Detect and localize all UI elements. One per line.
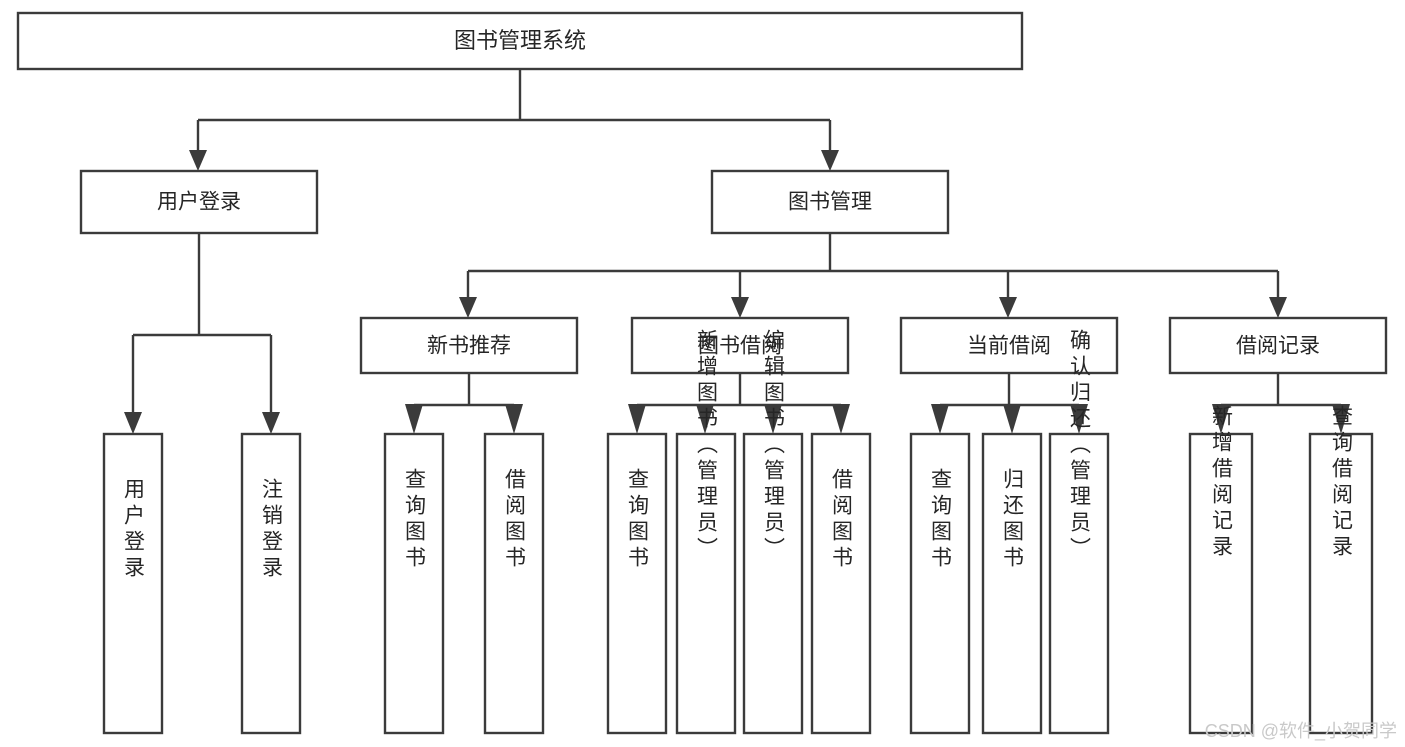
root-label: 图书管理系统: [454, 28, 586, 53]
arrowhead-leaf-add-record: [1212, 404, 1230, 434]
leaf-query-book-borrow[interactable]: 查询图书: [606, 432, 668, 735]
new-book-recommend-label: 新书推荐: [427, 335, 511, 358]
leaf-add-book-admin[interactable]: 新增图书（管理员）: [675, 329, 737, 735]
arrowhead-leaf-borrow-book-1: [505, 404, 523, 434]
connector-userlogin-to-leaves: [131, 233, 273, 414]
arrowhead-leaf-confirm-return: [1070, 404, 1088, 434]
new-book-recommend-box: [359, 316, 579, 375]
arrowhead-leaf-logout: [262, 412, 280, 434]
leaf-add-borrow-record-label: 新增借阅记录: [1210, 405, 1234, 561]
node-root-book-management-system[interactable]: 图书管理系统: [16, 11, 1024, 71]
csdn-watermark: CSDN @软件_小贺同学: [1204, 721, 1397, 741]
arrowhead-leaf-edit-book: [764, 404, 782, 434]
arrowhead-new-book-rec: [459, 297, 477, 318]
book-borrow-label: 图书借阅: [698, 335, 782, 358]
arrowhead-leaf-query-book-2: [628, 404, 646, 434]
node-borrow-record[interactable]: 借阅记录: [1168, 316, 1388, 375]
leaf-add-borrow-record-box: [1188, 432, 1254, 735]
node-user-login[interactable]: 用户登录: [79, 169, 319, 235]
root-box: [16, 11, 1024, 71]
book-borrow-box: [630, 316, 850, 375]
leaf-borrow-book-newbook-label: 借阅图书: [503, 468, 527, 572]
user-login-label: 用户登录: [157, 191, 241, 214]
arrowhead-leaf-user-login: [124, 412, 142, 434]
connector-bookborrow-to-leaves: [635, 373, 843, 414]
leaf-confirm-return-admin[interactable]: 确认归还（管理员）: [1048, 329, 1110, 735]
arrowhead-current-borrow: [999, 297, 1017, 318]
leaf-query-book-current-box: [909, 432, 971, 735]
current-borrow-label: 当前借阅: [967, 335, 1051, 358]
leaf-query-book-newbook-label: 查询图书: [403, 468, 427, 572]
arrowhead-leaf-borrow-book-2: [832, 404, 850, 434]
leaf-return-book-label: 归还图书: [1001, 468, 1025, 572]
connector-root-to-level2: [196, 69, 832, 152]
book-management-box: [710, 169, 950, 235]
leaf-add-book-admin-box: [675, 432, 737, 735]
arrowhead-book-manage: [821, 150, 839, 171]
leaf-user-login-label: 用户登录: [122, 478, 146, 582]
leaf-return-book[interactable]: 归还图书: [981, 432, 1043, 735]
arrowhead-leaf-query-book-3: [931, 404, 949, 434]
leaf-borrow-book-newbook-box: [483, 432, 545, 735]
leaf-edit-book-admin[interactable]: 编辑图书（管理员）: [742, 329, 804, 735]
book-management-label: 图书管理: [788, 191, 872, 214]
leaf-borrow-book-borrow-label: 借阅图书: [830, 468, 854, 572]
arrowhead-leaf-return-book: [1003, 404, 1021, 434]
leaf-query-book-newbook[interactable]: 查询图书: [383, 432, 445, 735]
leaf-user-login-box: [102, 432, 164, 735]
leaf-confirm-return-admin-box: [1048, 432, 1110, 735]
borrow-record-box: [1168, 316, 1388, 375]
node-book-management[interactable]: 图书管理: [710, 169, 950, 235]
leaf-logout-label: 注销登录: [260, 478, 284, 582]
leaf-borrow-book-borrow-box: [810, 432, 872, 735]
leaf-query-book-borrow-label: 查询图书: [626, 468, 650, 572]
arrowhead-leaf-query-book-1: [405, 404, 423, 434]
node-book-borrow[interactable]: 图书借阅: [630, 316, 850, 375]
leaf-query-borrow-record[interactable]: 查询借阅记录: [1308, 405, 1374, 735]
leaf-query-borrow-record-box: [1308, 432, 1374, 735]
leaf-query-book-newbook-box: [383, 432, 445, 735]
arrowhead-borrow-record: [1269, 297, 1287, 318]
leaf-user-login[interactable]: 用户登录: [102, 432, 164, 735]
leaf-edit-book-admin-box: [742, 432, 804, 735]
connector-layer: [124, 69, 1350, 434]
borrow-record-label: 借阅记录: [1236, 335, 1320, 358]
leaf-query-book-borrow-box: [606, 432, 668, 735]
leaf-query-book-current-label: 查询图书: [929, 468, 953, 572]
leaf-query-borrow-record-label: 查询借阅记录: [1330, 405, 1354, 561]
leaf-query-book-current[interactable]: 查询图书: [909, 432, 971, 735]
arrowhead-book-borrow: [731, 297, 749, 318]
user-login-box: [79, 169, 319, 235]
connector-newbook-to-leaves: [412, 373, 516, 414]
leaf-logout[interactable]: 注销登录: [240, 432, 302, 735]
leaf-edit-book-admin-label: 编辑图书（管理员）: [762, 329, 786, 563]
leaf-add-book-admin-label: 新增图书（管理员）: [695, 329, 719, 563]
leaf-logout-box: [240, 432, 302, 735]
leaf-borrow-book-newbook[interactable]: 借阅图书: [483, 432, 545, 735]
current-borrow-box: [899, 316, 1119, 375]
arrowhead-leaf-query-record: [1332, 404, 1350, 434]
leaf-add-borrow-record[interactable]: 新增借阅记录: [1188, 405, 1254, 735]
node-current-borrow[interactable]: 当前借阅: [899, 316, 1119, 375]
node-new-book-recommend[interactable]: 新书推荐: [359, 316, 579, 375]
arrowhead-leaf-add-book: [696, 404, 714, 434]
leaf-borrow-book-borrow[interactable]: 借阅图书: [810, 432, 872, 735]
arrowhead-user-login: [189, 150, 207, 171]
leaf-return-book-box: [981, 432, 1043, 735]
connector-bookmanage-to-level3: [466, 233, 1280, 299]
connector-borrowrecord-to-leaves: [1219, 373, 1343, 414]
leaf-confirm-return-admin-label: 确认归还（管理员）: [1068, 329, 1092, 563]
